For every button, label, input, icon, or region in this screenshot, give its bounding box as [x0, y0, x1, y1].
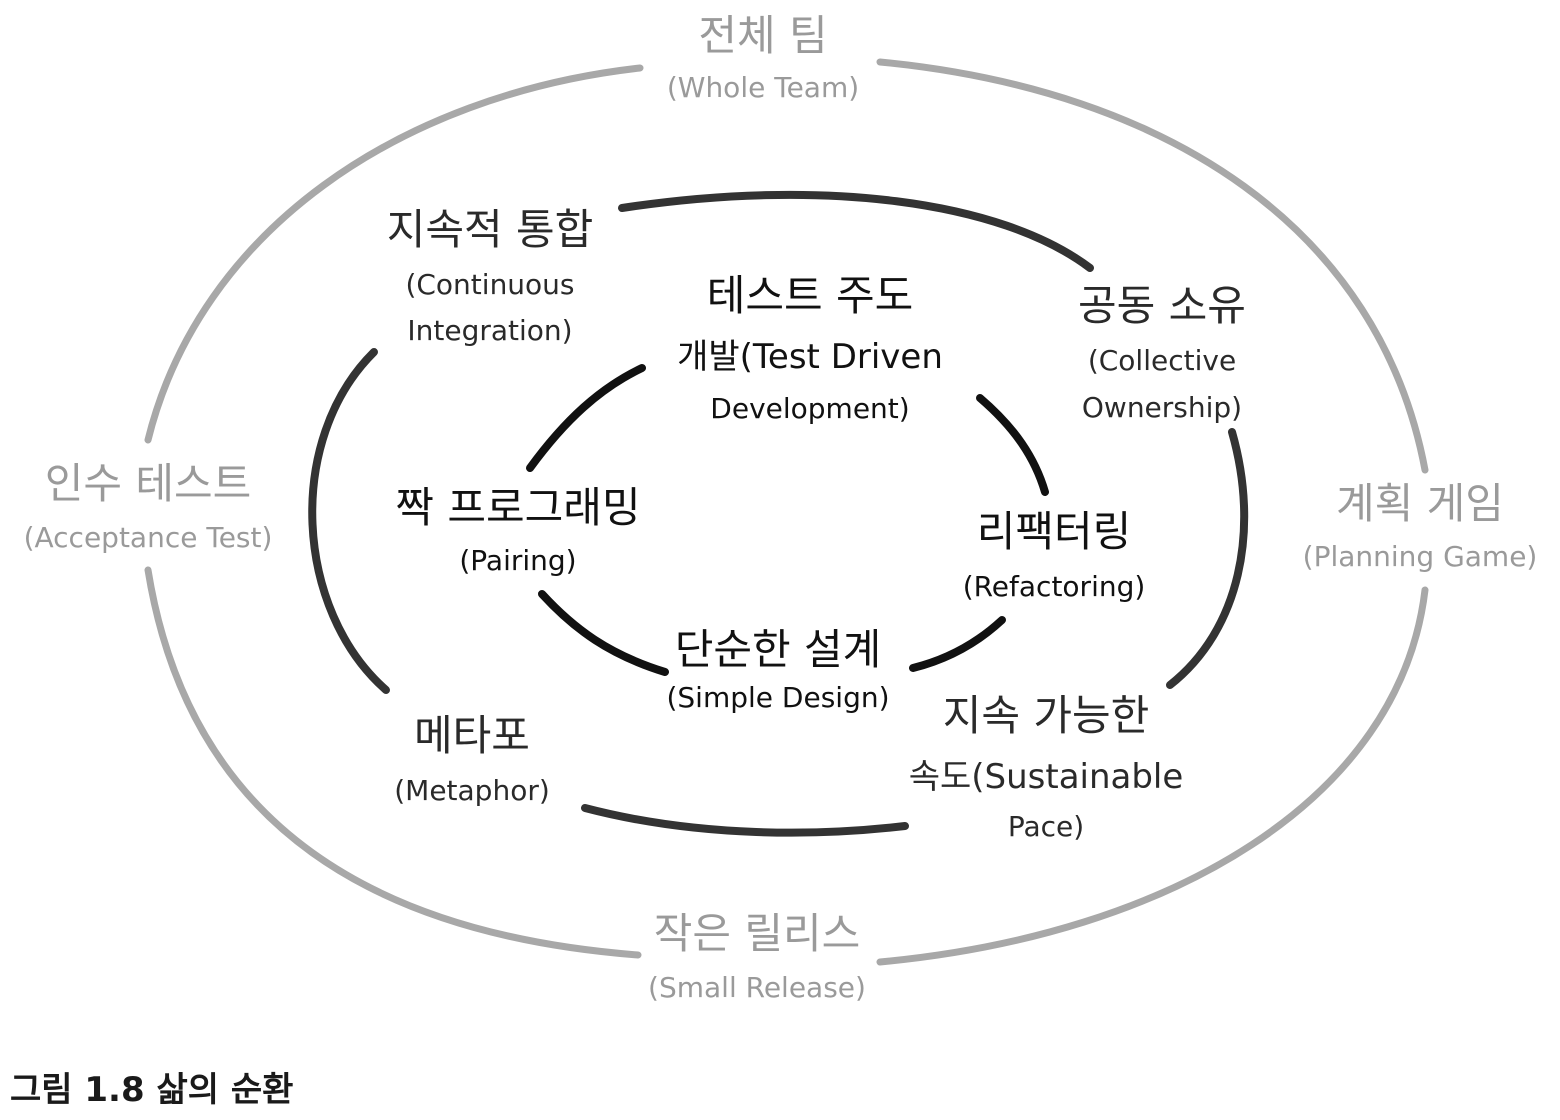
node-refactoring-ko: 리팩터링: [977, 507, 1132, 556]
outer-arc-bottom-left: [144, 566, 642, 959]
node-acceptance-test: 인수 테스트 (Acceptance Test): [24, 459, 273, 554]
node-acceptance-test-ko: 인수 테스트: [45, 459, 252, 508]
middle-arc-top: [618, 190, 1094, 272]
node-whole-team: 전체 팀 (Whole Team): [667, 11, 859, 104]
node-planning-game-en: (Planning Game): [1303, 540, 1538, 573]
outer-arc-top-right: [876, 58, 1429, 474]
node-collective-ownership: 공동 소유 (Collective Ownership): [1078, 281, 1246, 424]
node-pairing: 짝 프로그래밍 (Pairing): [395, 483, 640, 577]
node-planning-game-ko: 계획 게임: [1336, 479, 1504, 528]
node-tdd-ko2: 개발(Test Driven: [677, 337, 943, 377]
outer-labels: 전체 팀 (Whole Team) 계획 게임 (Planning Game) …: [24, 11, 1538, 1004]
node-sustainable-pace-en: Pace): [1008, 810, 1084, 843]
figure-caption: 그림 1.8 삶의 순환: [10, 1062, 293, 1111]
node-pairing-en: (Pairing): [459, 544, 576, 577]
node-pairing-ko: 짝 프로그래밍: [395, 483, 640, 532]
node-tdd-ko: 테스트 주도: [707, 271, 914, 320]
node-collective-ownership-ko: 공동 소유: [1078, 281, 1246, 330]
middle-arc-left: [308, 348, 390, 694]
outer-arc-top-left: [144, 64, 644, 444]
outer-ring: [144, 58, 1429, 966]
middle-arc-right: [1166, 428, 1249, 689]
node-acceptance-test-en: (Acceptance Test): [24, 521, 273, 554]
node-continuous-integration-ko: 지속적 통합: [387, 205, 594, 254]
inner-labels: 테스트 주도 개발(Test Driven Development) 리팩터링 …: [395, 271, 1145, 714]
node-small-release-en: (Small Release): [648, 971, 866, 1004]
node-whole-team-ko: 전체 팀: [698, 11, 827, 60]
inner-arc-top-right: [976, 394, 1049, 496]
node-whole-team-en: (Whole Team): [667, 71, 859, 104]
node-small-release: 작은 릴리스 (Small Release): [648, 909, 866, 1004]
node-continuous-integration: 지속적 통합 (Continuous Integration): [387, 205, 594, 347]
inner-arc-bottom-right: [909, 616, 1006, 672]
node-sustainable-pace: 지속 가능한 속도(Sustainable Pace): [909, 691, 1184, 843]
node-collective-ownership-en2: Ownership): [1082, 391, 1242, 424]
node-test-driven-development: 테스트 주도 개발(Test Driven Development): [677, 271, 943, 425]
node-metaphor-ko: 메타포: [414, 711, 530, 760]
node-refactoring-en: (Refactoring): [963, 570, 1146, 603]
inner-arc-top-left: [526, 364, 646, 472]
node-collective-ownership-en: (Collective: [1088, 344, 1236, 377]
node-simple-design-en: (Simple Design): [666, 681, 889, 714]
node-sustainable-pace-ko: 지속 가능한: [943, 691, 1150, 740]
figure-caption-prefix: 그림 1.8: [10, 1070, 145, 1110]
node-small-release-ko: 작은 릴리스: [654, 909, 861, 958]
node-planning-game: 계획 게임 (Planning Game): [1303, 479, 1538, 573]
node-simple-design: 단순한 설계 (Simple Design): [666, 625, 889, 714]
node-metaphor: 메타포 (Metaphor): [394, 711, 550, 807]
outer-arc-bottom-right: [876, 586, 1429, 966]
inner-arc-bottom-left: [538, 590, 669, 676]
figure-caption-title: 삶의 순환: [156, 1070, 294, 1110]
middle-labels: 지속적 통합 (Continuous Integration) 공동 소유 (C…: [387, 205, 1246, 843]
middle-ring: [308, 190, 1249, 837]
node-continuous-integration-en: (Continuous: [405, 268, 574, 301]
node-refactoring: 리팩터링 (Refactoring): [963, 507, 1146, 603]
node-metaphor-en: (Metaphor): [394, 774, 550, 807]
node-sustainable-pace-ko2: 속도(Sustainable: [909, 757, 1184, 797]
node-tdd-en: Development): [710, 392, 909, 425]
node-simple-design-ko: 단순한 설계: [675, 625, 882, 674]
node-continuous-integration-en2: Integration): [407, 314, 572, 347]
middle-arc-bottom: [581, 804, 909, 837]
inner-ring: [526, 364, 1049, 676]
